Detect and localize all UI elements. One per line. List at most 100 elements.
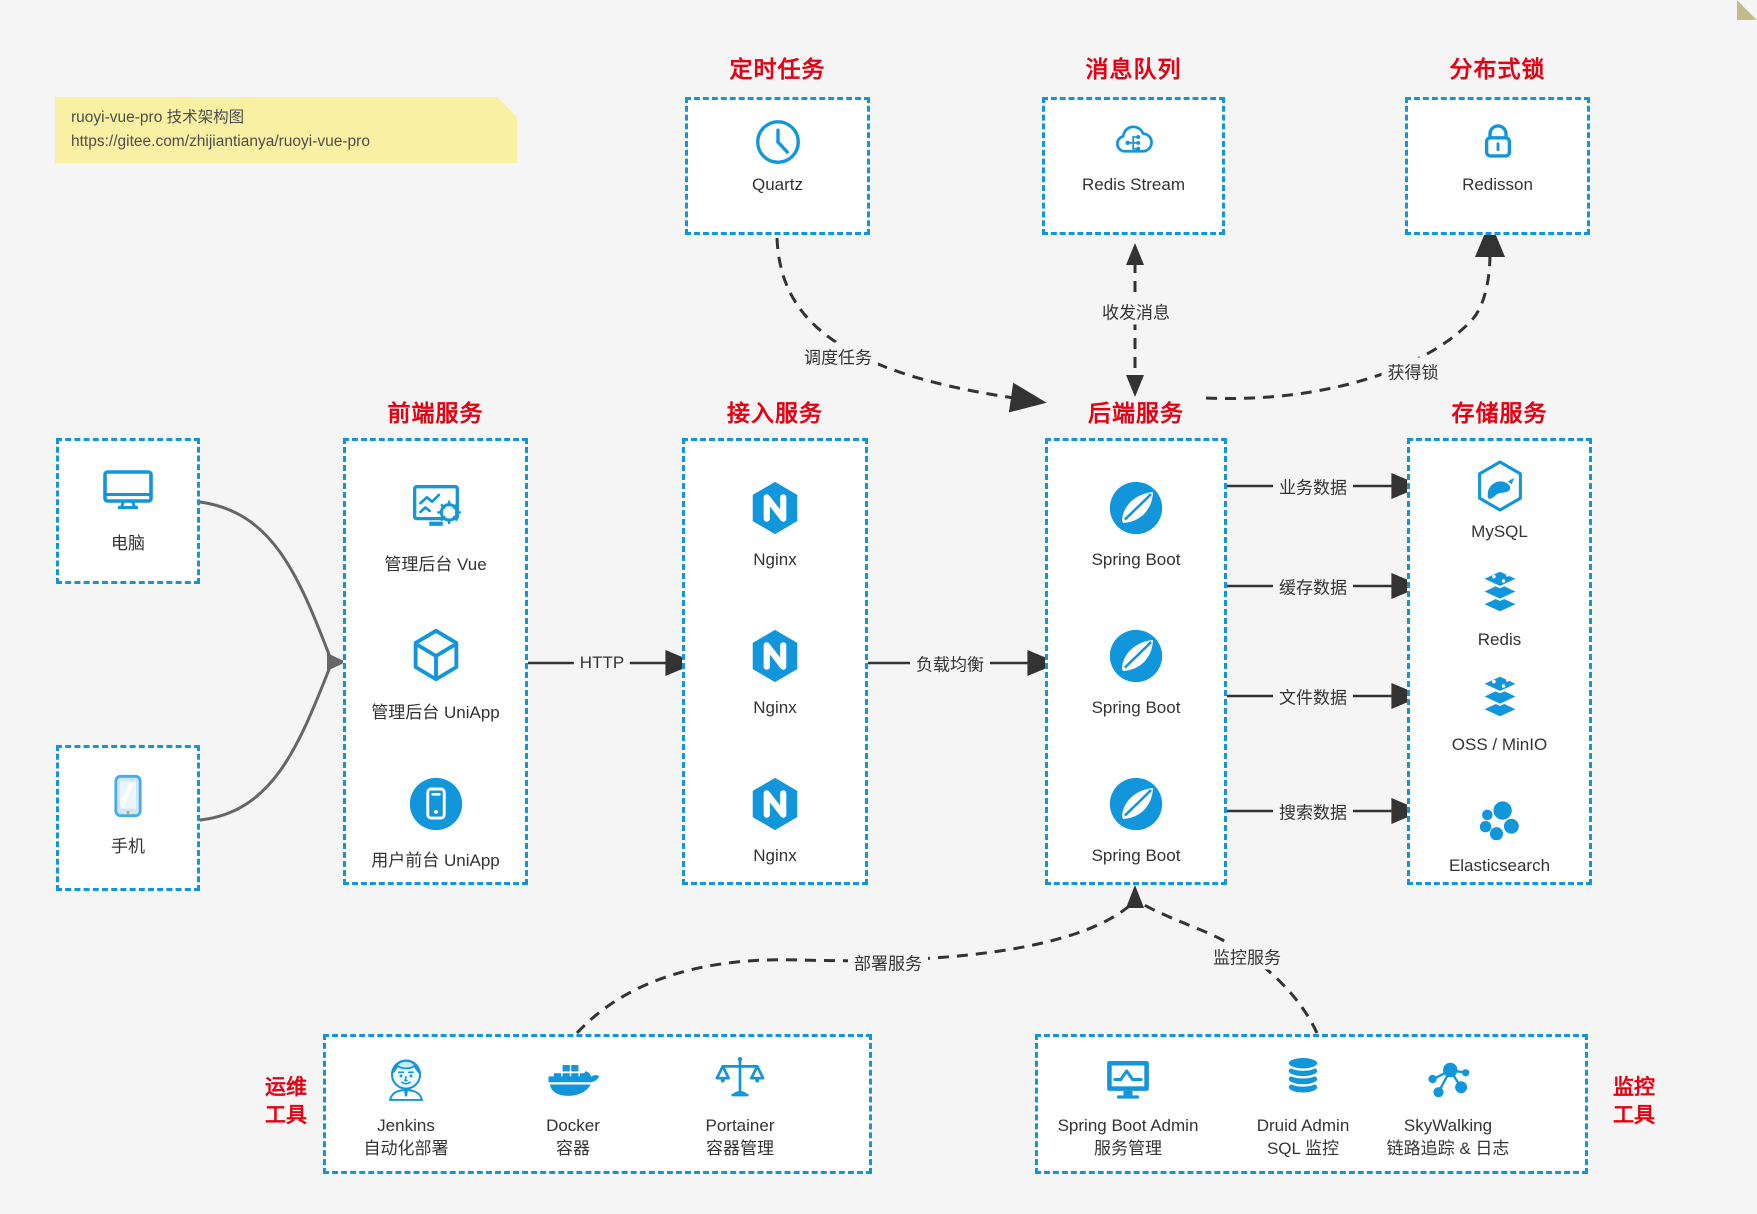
- title-message-queue: 消息队列: [1085, 56, 1182, 82]
- redis-label: Redis: [1477, 630, 1522, 649]
- redis-stream-label: Redis Stream: [1082, 175, 1185, 194]
- edge-pc-to-frontend: [198, 500, 332, 659]
- nginx-label-1: Nginx: [753, 550, 797, 569]
- frontend-item-admin-uniapp-label: 管理后台 UniApp: [371, 703, 500, 722]
- spring-boot-admin-node: Spring Boot Admin 服务管理: [1028, 1051, 1228, 1160]
- cloud-stream-icon: [1107, 115, 1161, 169]
- nginx-icon: [744, 773, 806, 835]
- admin-vue-icon: [405, 477, 467, 539]
- frontend-item-user-uniapp: 用户前台 UniApp: [346, 773, 525, 871]
- arrowhead-message-up: [1126, 243, 1144, 265]
- frontend-item-admin-uniapp: 管理后台 UniApp: [346, 625, 525, 723]
- jenkins-node: Jenkins 自动化部署: [321, 1051, 491, 1160]
- nginx-node-3: Nginx: [685, 773, 865, 866]
- ops-tools-group: Jenkins 自动化部署 Docker 容器 Portainer 容器管理: [323, 1034, 872, 1174]
- monitor-title-line1: 监控: [1613, 1076, 1655, 1099]
- druid-label: Druid Admin: [1256, 1116, 1350, 1135]
- storage-column: MySQL Redis OSS / MinIO Elasticsearch: [1407, 438, 1592, 885]
- lock-icon: [1471, 115, 1525, 169]
- elasticsearch-icon: [1472, 793, 1528, 849]
- monitor-title-line2: 工具: [1613, 1104, 1655, 1127]
- title-ops-tools: 运维 工具: [246, 1074, 326, 1130]
- clock-icon: [751, 115, 805, 169]
- edge-schedule: [775, 237, 1047, 413]
- mobile-client-node: 手机: [56, 745, 200, 891]
- spring-boot-admin-sublabel: 服务管理: [1094, 1139, 1162, 1158]
- ops-title-line2: 工具: [265, 1104, 307, 1127]
- spring-boot-icon: [1105, 477, 1167, 539]
- quartz-label: Quartz: [751, 175, 804, 194]
- docker-sublabel: 容器: [556, 1139, 590, 1158]
- pc-client-label: 电脑: [111, 534, 145, 553]
- nginx-label-3: Nginx: [753, 846, 797, 865]
- spring-boot-admin-icon: [1099, 1051, 1157, 1109]
- title-storage: 存储服务: [1451, 400, 1548, 426]
- title-gateway: 接入服务: [727, 400, 823, 426]
- edge-label-deploy: 部署服务: [848, 948, 928, 976]
- elasticsearch-label: Elasticsearch: [1448, 856, 1551, 875]
- spring-boot-node-3: Spring Boot: [1048, 773, 1224, 866]
- frontend-item-vue-label: 管理后台 Vue: [384, 555, 487, 574]
- spring-boot-node-2: Spring Boot: [1048, 625, 1224, 718]
- ops-title-line1: 运维: [265, 1076, 307, 1099]
- skywalking-icon: [1419, 1051, 1477, 1109]
- note-fold-corner: [1737, 0, 1757, 20]
- jenkins-sublabel: 自动化部署: [363, 1139, 449, 1158]
- title-backend: 后端服务: [1088, 400, 1184, 426]
- elasticsearch-node: Elasticsearch: [1410, 793, 1589, 876]
- title-monitor-tools: 监控 工具: [1594, 1074, 1674, 1130]
- user-app-icon: [405, 773, 467, 835]
- pc-client-node: 电脑: [56, 438, 200, 584]
- redisson-label: Redisson: [1462, 175, 1533, 194]
- spring-boot-admin-label: Spring Boot Admin: [1057, 1116, 1199, 1135]
- redis-node: Redis: [1410, 567, 1589, 650]
- desktop-icon: [96, 459, 160, 523]
- oss-minio-node: OSS / MinIO: [1410, 672, 1589, 755]
- mysql-icon: [1471, 457, 1529, 515]
- frontend-column: 管理后台 Vue 管理后台 UniApp 用户前台 UniApp: [343, 438, 528, 885]
- nginx-label-2: Nginx: [753, 698, 797, 717]
- edge-label-schedule: 调度任务: [798, 342, 878, 370]
- backend-column: Spring Boot Spring Boot Spring Boot: [1045, 438, 1227, 885]
- portainer-sublabel: 容器管理: [706, 1139, 774, 1158]
- title-frontend: 前端服务: [387, 400, 484, 426]
- edge-lock: [1205, 221, 1505, 400]
- edge-label-file-data: 文件数据: [1273, 682, 1353, 710]
- edge-label-message: 收发消息: [1096, 297, 1176, 325]
- docker-node: Docker 容器: [488, 1051, 658, 1160]
- edge-label-http: HTTP: [573, 652, 631, 674]
- mysql-node: MySQL: [1410, 457, 1589, 542]
- spring-boot-label-3: Spring Boot: [1091, 846, 1181, 865]
- druid-icon: [1274, 1051, 1332, 1109]
- druid-sublabel: SQL 监控: [1266, 1139, 1340, 1158]
- monitor-tools-group: Spring Boot Admin 服务管理 Druid Admin SQL 监…: [1035, 1034, 1588, 1174]
- note-title: ruoyi-vue-pro 技术架构图: [71, 109, 245, 126]
- portainer-node: Portainer 容器管理: [655, 1051, 825, 1160]
- spring-boot-icon: [1105, 625, 1167, 687]
- frontend-item-vue: 管理后台 Vue: [346, 477, 525, 575]
- arrowhead-backend-bottom: [1126, 885, 1144, 908]
- mobile-icon: [98, 766, 158, 826]
- spring-boot-label-2: Spring Boot: [1091, 698, 1181, 717]
- title-note: ruoyi-vue-pro 技术架构图 https://gitee.com/zh…: [55, 97, 517, 163]
- quartz-node: Quartz: [685, 97, 870, 235]
- docker-icon: [544, 1051, 602, 1109]
- jenkins-icon: [377, 1051, 435, 1109]
- uniapp-cube-icon: [405, 625, 467, 687]
- redis-stack-icon: [1472, 567, 1528, 623]
- jenkins-label: Jenkins: [377, 1116, 435, 1135]
- nginx-icon: [744, 477, 806, 539]
- oss-minio-label: OSS / MinIO: [1451, 735, 1548, 754]
- nginx-icon: [744, 625, 806, 687]
- note-url: https://gitee.com/zhijiantianya/ruoyi-vu…: [71, 133, 370, 150]
- edge-phone-to-frontend: [198, 665, 332, 822]
- nginx-node-2: Nginx: [685, 625, 865, 718]
- portainer-icon: [711, 1051, 769, 1109]
- druid-node: Druid Admin SQL 监控: [1203, 1051, 1403, 1160]
- edge-label-search-data: 搜索数据: [1273, 797, 1353, 825]
- spring-boot-icon: [1105, 773, 1167, 835]
- skywalking-node: SkyWalking 链路追踪 & 日志: [1348, 1051, 1548, 1160]
- skywalking-sublabel: 链路追踪 & 日志: [1386, 1139, 1510, 1158]
- oss-stack-icon: [1472, 672, 1528, 728]
